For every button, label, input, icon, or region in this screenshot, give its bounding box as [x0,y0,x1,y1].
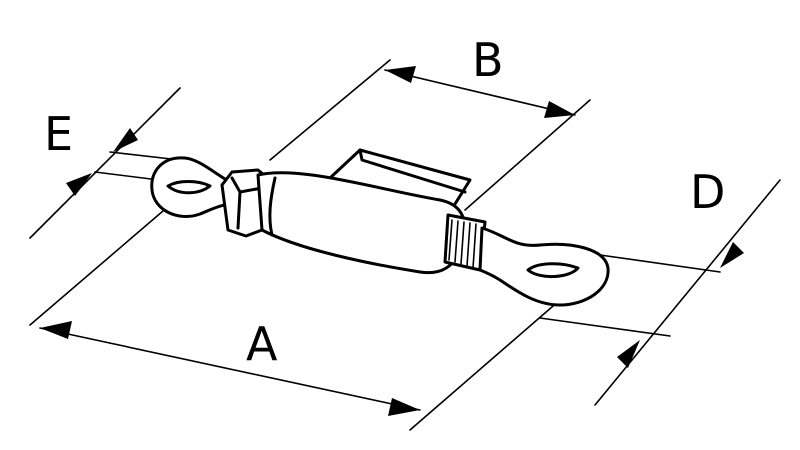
dimension-line-a [39,327,421,411]
dimension-line-e [29,87,181,239]
dimension-line-d [594,179,781,406]
dimension-lines [29,69,781,411]
label-b: B [472,33,504,87]
extension-lines [29,59,721,431]
turnbuckle [150,148,610,307]
dimension-line-b [384,69,576,116]
dimension-arrows [40,66,744,416]
label-a: A [246,317,278,371]
label-d: D [690,165,725,219]
label-e: E [44,107,73,161]
thread-lines [448,219,477,269]
